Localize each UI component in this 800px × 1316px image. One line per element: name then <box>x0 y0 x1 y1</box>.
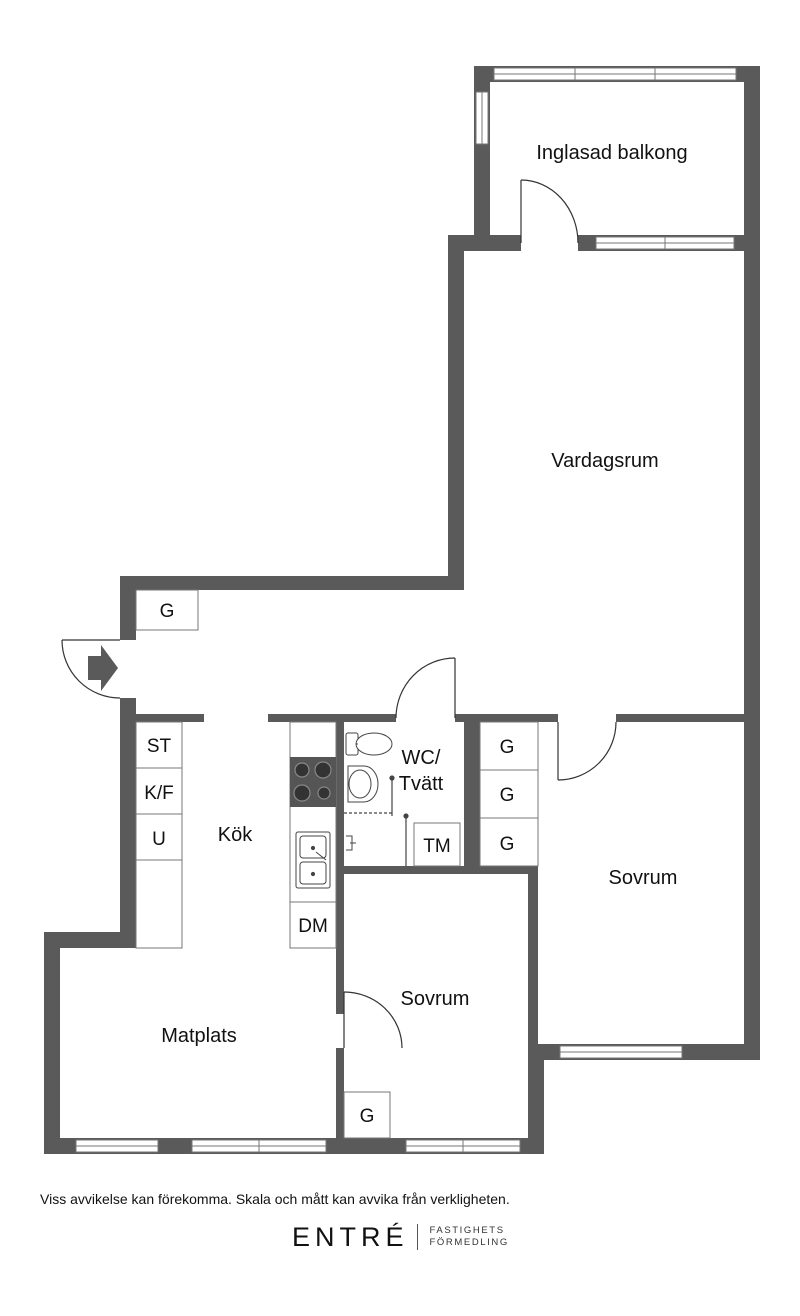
door-swing-icon <box>343 991 403 1049</box>
brand-subtitle: FASTIGHETS FÖRMEDLING <box>430 1225 509 1249</box>
brand-subtitle-line-1: FASTIGHETS <box>429 1225 505 1236</box>
windows <box>75 67 737 1153</box>
shower-icon <box>344 775 409 866</box>
door-swing-icon <box>557 721 617 781</box>
room-label-balcony: Inglasad balkong <box>536 142 687 164</box>
wardrobes <box>479 721 539 867</box>
window-icon <box>75 1139 159 1153</box>
dryer <box>413 822 461 867</box>
bedroom-closet-label: G <box>360 1106 375 1127</box>
wardrobe-label: G <box>500 785 515 806</box>
hall-closet <box>135 589 199 631</box>
stove-icon <box>290 757 336 807</box>
room-label-dining: Matplats <box>161 1025 237 1047</box>
door-swing-icon <box>520 179 579 244</box>
brand-logo: ENTRÉ FASTIGHETS FÖRMEDLING <box>292 1220 509 1254</box>
window-icon <box>405 1139 521 1153</box>
fridge-st-label: ST <box>147 736 172 757</box>
window-icon <box>475 91 489 145</box>
dishwasher-label: DM <box>298 916 328 937</box>
wardrobe-label: G <box>500 834 515 855</box>
door-swing-icon <box>61 639 121 699</box>
room-label-kitchen: Kök <box>218 824 253 846</box>
disclaimer-text: Viss avvikelse kan förekomma. Skala och … <box>40 1191 510 1207</box>
brand-subtitle-line-2: FÖRMEDLING <box>429 1237 509 1248</box>
window-icon <box>493 67 737 81</box>
room-label-bedroom-center: Sovrum <box>401 988 470 1010</box>
doors <box>61 179 617 1049</box>
hall-closet-label: G <box>160 601 175 622</box>
room-label-wc-1: WC/ <box>402 747 441 769</box>
bedroom-closet <box>343 1091 391 1139</box>
room-label-bedroom-right: Sovrum <box>609 867 678 889</box>
entrance-arrow-icon <box>88 645 118 691</box>
fridge-freezer-label: K/F <box>144 783 174 804</box>
dryer-label: TM <box>423 836 450 857</box>
room-label-living: Vardagsrum <box>551 450 658 472</box>
toilet-icon <box>345 732 393 756</box>
washbasin-icon <box>347 765 379 803</box>
door-swing-icon <box>395 657 456 719</box>
window-icon <box>595 236 735 250</box>
kitchen-cabinets-left <box>135 721 183 949</box>
window-icon <box>559 1045 683 1059</box>
sink-icon <box>295 831 331 889</box>
oven-label: U <box>152 829 166 850</box>
window-icon <box>191 1139 327 1153</box>
walls <box>44 66 760 1154</box>
room-label-wc-2: Tvätt <box>399 773 444 795</box>
brand-name: ENTRÉ <box>292 1221 409 1252</box>
wardrobe-label: G <box>500 737 515 758</box>
brand-divider <box>416 1224 418 1250</box>
